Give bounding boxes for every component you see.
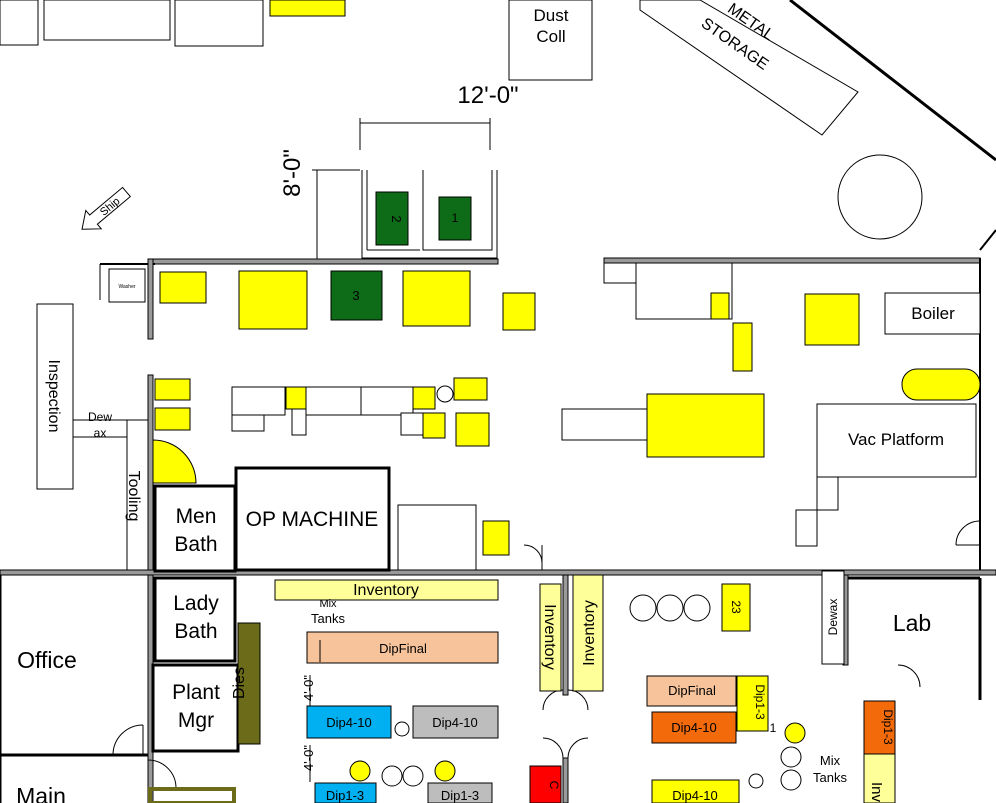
dewax-left-label-1: Dew bbox=[88, 410, 112, 424]
men-bath: Men Bath bbox=[153, 484, 237, 573]
boiler: Boiler bbox=[884, 292, 981, 335]
dip1-3-cyan-tank bbox=[314, 782, 377, 803]
dip1-3-gray-tank bbox=[427, 782, 493, 803]
boiler-label: Boiler bbox=[911, 304, 955, 323]
small-box bbox=[108, 268, 146, 303]
dip4-10-cyan-tank bbox=[306, 705, 392, 739]
dip1-3-orange-label: Dip1-3 bbox=[881, 709, 895, 745]
op-machine-label: OP MACHINE bbox=[246, 508, 379, 531]
inv-right bbox=[863, 753, 896, 803]
dip1-3-yellow-tank bbox=[736, 675, 769, 732]
dust-coll-label-1: Dust bbox=[534, 6, 569, 25]
dimension-12ft: 12'-0" bbox=[359, 82, 519, 150]
doors bbox=[112, 439, 981, 789]
dust-coll-label-2: Coll bbox=[536, 27, 565, 46]
dipfinal-right-label: DipFinal bbox=[668, 683, 716, 698]
left-dip-room: Mix Tanks DipFinal 4'-0" Dip4-10 Dip4-10… bbox=[301, 598, 562, 803]
dewax-right-label: Dewax bbox=[826, 599, 840, 636]
dip4-10-orange-tank bbox=[651, 711, 737, 744]
dimension-8ft: 8'-0" bbox=[279, 149, 360, 260]
inspection-room: Inspection Dew ax bbox=[36, 303, 127, 490]
mix-tanks-right-label-2: Tanks bbox=[813, 770, 847, 785]
lady-bath-label-1: Lady bbox=[173, 592, 219, 615]
dimension-8-label: 8'-0" bbox=[279, 149, 306, 197]
men-bath-label-1: Men bbox=[176, 505, 217, 528]
dip4-10-gray-tank bbox=[412, 705, 499, 739]
dust-collector: Dust Coll bbox=[508, 0, 593, 81]
inventory-vertical-2: Inventory bbox=[572, 574, 604, 692]
main-label: Main bbox=[16, 783, 66, 803]
shop-walls bbox=[0, 257, 996, 803]
inventory-v1-label: Inventory bbox=[541, 604, 558, 670]
dip1-3-gray-label: Dip1-3 bbox=[441, 788, 479, 803]
office: Office bbox=[17, 647, 77, 673]
plant-mgr-label-2: Mgr bbox=[178, 709, 214, 732]
dip4-10-cyan-label: Dip4-10 bbox=[326, 715, 372, 730]
shop-equipment: 3 bbox=[154, 262, 981, 556]
inventory-horizontal: Inventory bbox=[274, 579, 499, 601]
inventory-vertical-1: Inventory bbox=[539, 583, 562, 692]
lady-bath: Lady Bath bbox=[153, 576, 237, 663]
dip4-10-yellow-tank bbox=[651, 779, 740, 803]
op-machine: OP MACHINE bbox=[234, 466, 391, 572]
dimension-12-label: 12'-0" bbox=[457, 82, 518, 109]
tank-1-label: 1 bbox=[770, 721, 777, 735]
dipfinal-left-label: DipFinal bbox=[379, 641, 427, 656]
red-tank-label: C bbox=[547, 781, 561, 790]
dewax-right bbox=[821, 570, 845, 665]
mix-tanks-right-label-1: Mix bbox=[820, 753, 841, 768]
tooling-area: Tooling bbox=[125, 419, 149, 571]
dies-label: Dies bbox=[231, 667, 248, 699]
right-dip-room: 23 Dewax Lab DipFinal Dip1-3 Dip4-10 1 M… bbox=[629, 570, 931, 803]
dies: Dies bbox=[231, 622, 261, 745]
dewax-left-label-2: ax bbox=[94, 426, 107, 440]
inspection-label: Inspection bbox=[45, 360, 62, 433]
dipfinal-left-tank bbox=[306, 631, 499, 664]
dip1-3-yellow-label: Dip1-3 bbox=[753, 684, 767, 720]
round-tank bbox=[837, 154, 923, 240]
tank-23-label: 23 bbox=[729, 600, 743, 614]
inventory-h-label: Inventory bbox=[353, 582, 419, 599]
machine-1-label: 1 bbox=[452, 211, 459, 225]
mix-tanks-left-label-1: Mix bbox=[319, 598, 337, 610]
tank-23 bbox=[721, 583, 751, 632]
dipfinal-right-tank bbox=[646, 675, 737, 707]
machine-alcove: 2 1 bbox=[361, 170, 498, 259]
top-partial-rooms bbox=[0, 0, 346, 47]
machine-2 bbox=[375, 191, 409, 246]
lady-bath-label-2: Bath bbox=[174, 620, 217, 643]
plant-mgr-label-1: Plant bbox=[172, 681, 220, 704]
mix-tanks-left-label-2: Tanks bbox=[311, 611, 345, 626]
machine-1 bbox=[438, 196, 472, 241]
machine-2-label: 2 bbox=[389, 215, 404, 222]
plant-mgr: Plant Mgr bbox=[151, 663, 240, 753]
door-tooling bbox=[152, 439, 197, 484]
dim-4b-label: 4'-0" bbox=[301, 745, 316, 771]
small-box-label: Washer bbox=[118, 284, 135, 290]
inventory-v2-label: Inventory bbox=[581, 600, 598, 666]
machine-3-label: 3 bbox=[352, 288, 359, 303]
dim-4a-label: 4'-0" bbox=[301, 675, 316, 701]
red-tank bbox=[529, 765, 562, 803]
tooling-label: Tooling bbox=[125, 471, 142, 522]
vac-platform-label: Vac Platform bbox=[848, 430, 944, 449]
ship-arrow: Ship bbox=[81, 186, 132, 230]
metal-storage: METAL STORAGE bbox=[639, 0, 859, 136]
machine-3 bbox=[330, 270, 383, 321]
dip1-3-cyan-label: Dip1-3 bbox=[326, 788, 364, 803]
vac-platform: Vac Platform bbox=[795, 403, 977, 547]
dip4-10-orange-label: Dip4-10 bbox=[671, 720, 717, 735]
office-label: Office bbox=[17, 647, 77, 673]
dip4-10-yellow-label: Dip4-10 bbox=[672, 788, 718, 803]
dip4-10-gray-label: Dip4-10 bbox=[432, 715, 478, 730]
inv-right-label: Inv bbox=[868, 782, 885, 803]
men-bath-label-2: Bath bbox=[174, 533, 217, 556]
lab-label: Lab bbox=[893, 610, 931, 636]
